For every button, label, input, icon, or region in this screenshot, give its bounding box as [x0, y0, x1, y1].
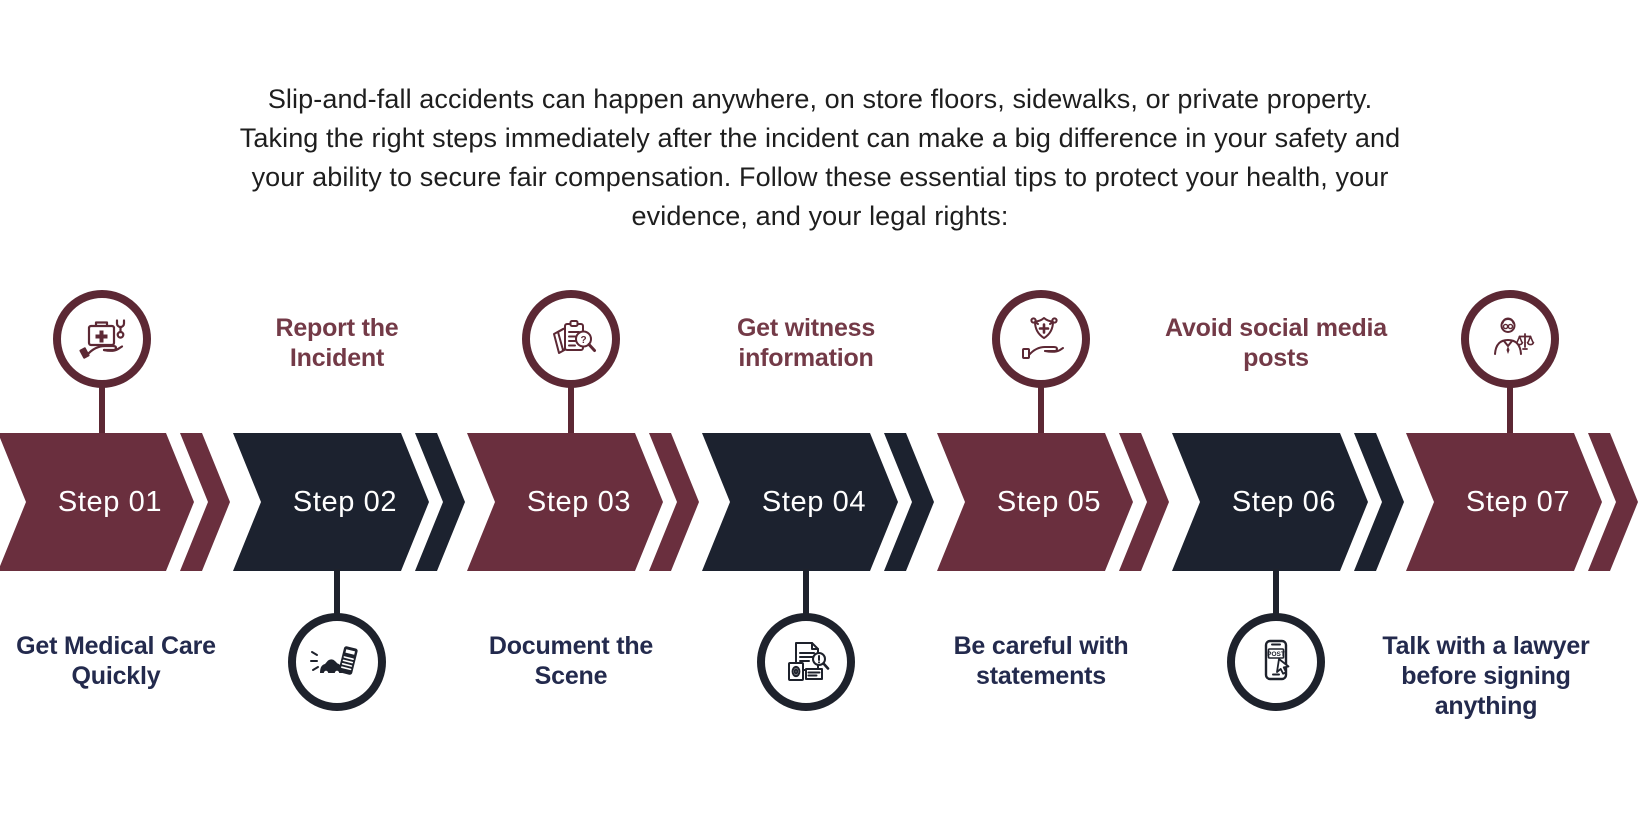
connector-step-5	[1038, 386, 1044, 433]
step-number-3: Step 03	[526, 485, 632, 518]
intro-line-1: Slip-and-fall accidents can happen anywh…	[267, 84, 1373, 114]
step-6-label: Avoid social media posts	[1165, 314, 1387, 372]
svg-text:POST: POST	[1267, 651, 1285, 658]
step-4-icon-circle	[757, 613, 855, 711]
lawyer-icon	[1494, 317, 1535, 355]
medical-care-icon	[79, 319, 126, 359]
step-number-2: Step 02	[292, 485, 398, 518]
intro-line-4: evidence, and your legal rights:	[631, 201, 1009, 231]
step-number-6: Step 06	[1231, 485, 1337, 518]
connector-step-4	[803, 569, 809, 615]
step-arrow-5: Step 05	[937, 433, 1133, 571]
intro-line-3: your ability to secure fair compensation…	[251, 162, 1389, 192]
step-5-icon-circle	[992, 290, 1090, 388]
step-arrow-6: Step 06	[1172, 433, 1368, 571]
step-number-7: Step 07	[1465, 485, 1571, 518]
car-accident-icon	[310, 646, 358, 676]
incident-report-icon: ?	[553, 320, 596, 354]
social-media-post-icon: POST	[1264, 639, 1290, 681]
svg-text:?: ?	[580, 335, 586, 346]
connector-step-6	[1273, 569, 1279, 615]
step-5-label: Be careful with statements	[953, 632, 1129, 690]
connector-step-1	[99, 386, 105, 433]
connector-step-3	[568, 386, 574, 433]
step-2-label: Report the Incident	[275, 314, 399, 372]
step-arrow-1: Step 01	[0, 433, 194, 571]
step-3-label: Document the Scene	[488, 632, 654, 690]
step-arrow-4: Step 04	[702, 433, 898, 571]
intro-line-2: Taking the right steps immediately after…	[239, 123, 1401, 153]
step-arrow-2: Step 02	[233, 433, 429, 571]
step-4-label: Get witness information	[736, 314, 876, 372]
step-number-4: Step 04	[761, 485, 867, 518]
step-arrow-3: Step 03	[467, 433, 663, 571]
step-6-icon-circle: POST	[1227, 613, 1325, 711]
step-number-5: Step 05	[996, 485, 1102, 518]
insurance-shield-icon	[1022, 317, 1064, 359]
step-number-1: Step 01	[57, 485, 163, 518]
step-1-label: Get Medical Care Quickly	[16, 632, 216, 690]
evidence-document-icon	[788, 642, 830, 681]
step-7-icon-circle	[1461, 290, 1559, 388]
connector-step-7	[1507, 386, 1513, 433]
step-1-icon-circle	[53, 290, 151, 388]
step-7-label: Talk with a lawyer before signing anythi…	[1382, 632, 1590, 720]
step-3-icon-circle: ?	[522, 290, 620, 388]
step-arrow-7: Step 07	[1406, 433, 1602, 571]
intro-paragraph: Slip-and-fall accidents can happen anywh…	[0, 80, 1640, 236]
step-2-icon-circle	[288, 613, 386, 711]
connector-step-2	[334, 569, 340, 615]
